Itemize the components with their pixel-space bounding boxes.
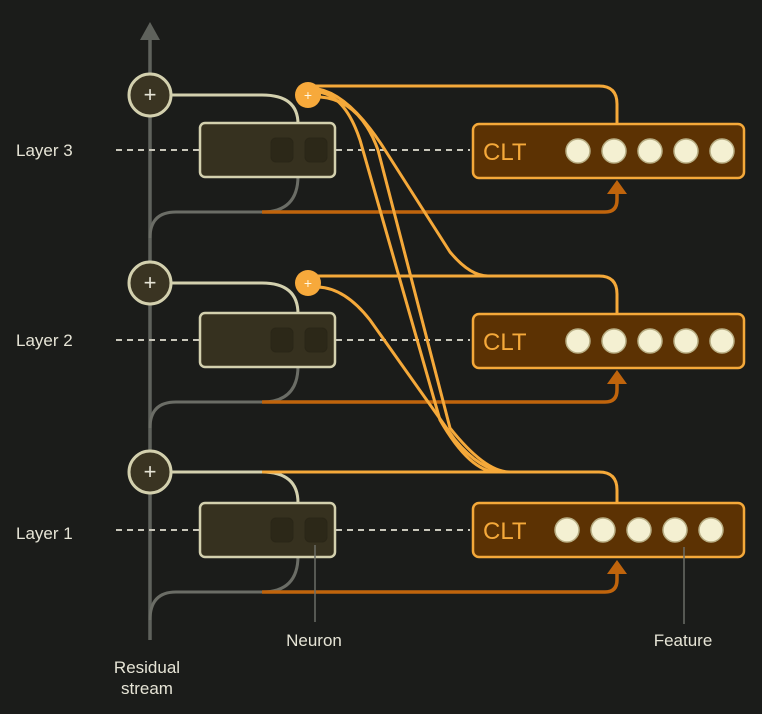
neuron [270,327,294,353]
mlp-output-path [172,470,300,504]
clt-label: CLT [483,329,527,356]
clt-block-layer-1: CLT [471,501,746,559]
neuron [304,327,328,353]
clt-add-node: + [295,82,321,108]
clt-input-arrowhead [607,370,627,384]
cross-layer-path-l2-to-l3 [317,87,489,278]
feature-node [565,138,591,164]
feature-node [601,328,627,354]
feature-node [662,517,688,543]
clt-block-layer-2: CLT [471,312,746,370]
add-node-circle [127,449,173,495]
residual-stream-arrowhead [140,22,160,40]
add-icon: + [304,87,312,103]
feature-node [590,517,616,543]
feature-node [637,328,663,354]
residual-add-node: + [127,260,173,306]
mlp-output-path [172,93,300,125]
add-icon: + [144,270,157,295]
clt-add-node-circle [295,82,321,108]
clt-label: CLT [483,518,527,545]
residual-stream-annotation-line2: stream [121,679,173,698]
cross-layer-path-l1-to-l3 [319,95,511,474]
layer-1 [116,470,627,621]
clt-add-node-circle [295,270,321,296]
feature-node [673,138,699,164]
features [554,517,724,543]
mlp-input-path [148,175,300,239]
add-icon: + [304,275,312,291]
clt-add-node: + [295,270,321,296]
residual-stream-annotation-line1: Residual [114,658,180,677]
clt-output-path [308,84,619,124]
neuron [270,137,294,163]
feature-node [709,328,735,354]
layer-label: Layer 1 [16,524,73,543]
neuron [304,137,328,163]
features [565,328,735,354]
feature-node [637,138,663,164]
feature-node [601,138,627,164]
feature-node [554,517,580,543]
layer-3 [116,84,627,239]
clt-input-arrowhead [607,560,627,574]
mlp-input-path [148,555,300,621]
mlp-input-path [148,365,300,429]
add-icon: + [144,82,157,107]
mlp-block [198,311,337,369]
neuron [304,517,328,543]
features [565,138,735,164]
clt-output-path [262,470,619,503]
feature-node [698,517,724,543]
add-icon: + [144,459,157,484]
mlp-output-path [172,281,300,315]
neuron [270,517,294,543]
residual-add-node: + [127,449,173,495]
mlp-block [198,121,337,179]
feature-node [565,328,591,354]
layer-2 [116,274,627,429]
add-node-circle [127,72,173,118]
clt-block-layer-3: CLT [471,122,746,180]
feature-node [626,517,652,543]
cross-layer-connections [317,87,511,474]
clt-label: CLT [483,139,527,166]
feature-annotation: Feature [654,631,713,650]
layer-label: Layer 3 [16,141,73,160]
clt-input-path [262,192,619,214]
layer-label: Layer 2 [16,331,73,350]
mlp-block [198,501,337,559]
add-node-circle [127,260,173,306]
clt-input-arrowhead [607,180,627,194]
feature-node [673,328,699,354]
clt-output-path [308,274,619,314]
residual-add-node: + [127,72,173,118]
cross-layer-path-l1-to-l2 [317,285,506,474]
feature-node [709,138,735,164]
clt-input-path [262,382,619,404]
clt-input-path [262,572,619,594]
neuron-annotation: Neuron [286,631,342,650]
